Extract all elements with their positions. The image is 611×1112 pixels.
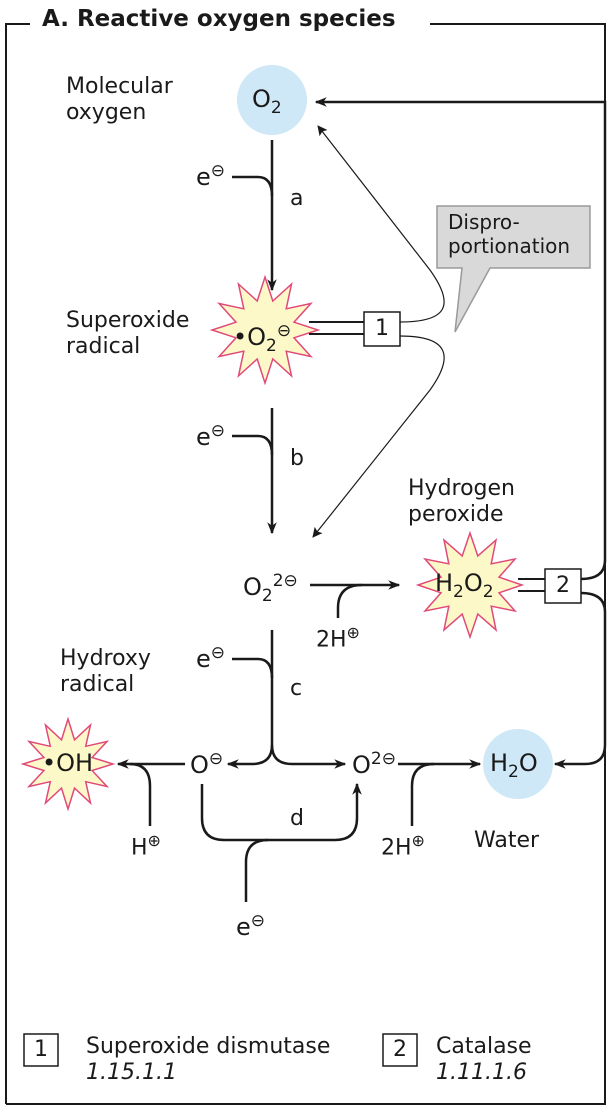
arrow-c-right — [270, 744, 347, 769]
dismutase-to-o2 — [317, 125, 445, 323]
catalase-to-water — [553, 591, 607, 769]
h2o-circle — [483, 729, 553, 799]
o-minus-formula: O⊖ — [190, 749, 224, 779]
enzyme-number-1: 1 — [375, 316, 389, 341]
electron-d: e⊖ — [236, 911, 266, 941]
connector-1 — [309, 321, 364, 335]
two-protons-2: 2H⊕ — [381, 831, 425, 861]
legend-number-1: 1 — [34, 1037, 48, 1062]
oh-formula: •OH — [42, 749, 94, 777]
enzyme-box-1 — [363, 311, 401, 347]
step-c: c — [290, 676, 303, 701]
step-a: a — [290, 186, 304, 211]
diagram-title: A. Reactive oxygen species — [36, 6, 402, 32]
superoxide-formula: •O2⊖ — [233, 321, 292, 356]
proton-oh: H⊕ — [131, 831, 161, 861]
enzyme-box-2 — [544, 568, 582, 604]
electron-feed-b — [232, 434, 274, 456]
panel-frame — [5, 23, 606, 1105]
proton-feed-1 — [336, 583, 363, 618]
oh-star — [20, 716, 116, 812]
dismutase-to-peroxide — [312, 335, 445, 538]
disproportionation-label: Dispro-portionation — [448, 210, 571, 258]
catalase-to-o2 — [314, 97, 607, 581]
proton-feed-oh — [129, 762, 152, 826]
electron-feed-a — [232, 175, 274, 197]
electron-feed-d — [244, 838, 269, 902]
arrow-c-left — [226, 744, 274, 769]
h2o2-formula: H2O2 — [435, 569, 494, 602]
peroxide-ion-formula: O22⊖ — [243, 571, 298, 606]
o2-formula: O2 — [252, 85, 282, 118]
electron-c: e⊖ — [196, 643, 226, 673]
electron-feed-c — [232, 657, 274, 679]
electron-b: e⊖ — [196, 421, 226, 451]
enzyme-number-2: 2 — [556, 573, 570, 598]
legend-box-2 — [382, 1033, 418, 1067]
disproportionation-callout — [436, 205, 591, 333]
o2-circle — [237, 65, 307, 135]
arrow-d — [200, 782, 362, 842]
two-protons-1: 2H⊕ — [316, 623, 360, 653]
o-2minus-formula: O2⊖ — [352, 749, 396, 779]
legend-box-1 — [23, 1033, 59, 1067]
legend-number-2: 2 — [393, 1037, 407, 1062]
superoxide-star — [209, 274, 321, 386]
proton-feed-water — [410, 762, 435, 826]
h2o2-star — [415, 530, 525, 640]
step-d: d — [290, 806, 304, 831]
h2o-formula: H2O — [490, 749, 538, 782]
electron-a: e⊖ — [196, 161, 226, 191]
water-label: Water — [474, 828, 540, 853]
step-b: b — [290, 446, 304, 471]
connector-2 — [518, 578, 545, 592]
